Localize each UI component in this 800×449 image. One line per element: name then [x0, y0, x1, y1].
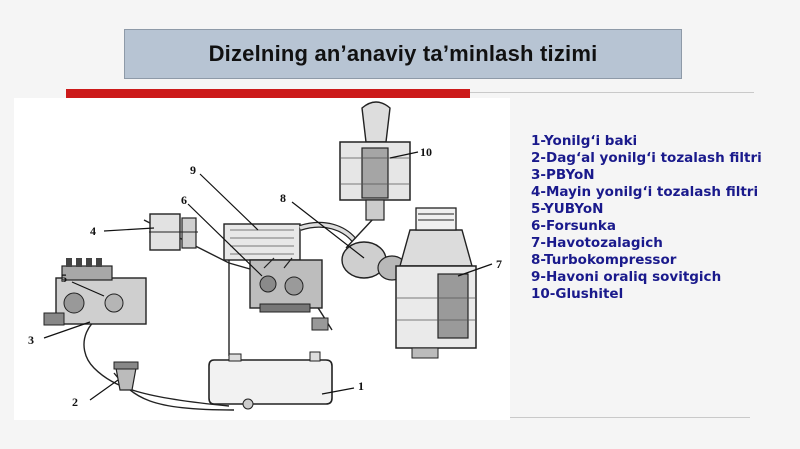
- slide-title: Dizelning an’anaviy ta’minlash tizimi: [208, 41, 598, 66]
- leader-8: [291, 201, 365, 259]
- callout-7: 7: [496, 257, 502, 271]
- fuel-system-drawing: 1 2 3 4 5 6 7 8 9 10: [28, 101, 502, 411]
- divider-top: [470, 92, 754, 93]
- leader-9: [199, 173, 259, 231]
- leader-10: [389, 151, 419, 159]
- coarse-fuel-filter: [113, 361, 139, 391]
- fuel-tank: [208, 351, 333, 410]
- legend-item: 7-Havotozalagich: [531, 235, 663, 251]
- callout-2: 2: [72, 395, 78, 409]
- callout-9: 9: [190, 163, 196, 177]
- air-cleaner: [395, 207, 477, 359]
- callout-3: 3: [28, 333, 34, 347]
- muffler: [339, 101, 411, 221]
- callout-4: 4: [90, 224, 96, 238]
- callout-1: 1: [358, 379, 364, 393]
- injection-pump: [43, 258, 147, 326]
- divider-bottom: [510, 417, 750, 418]
- engine-head: [249, 257, 323, 313]
- intercooler: [223, 221, 357, 261]
- turbocharger: [311, 217, 407, 331]
- leader-1: [321, 387, 355, 395]
- leader-3: [43, 321, 91, 339]
- legend-item: 5-YUBYoN: [531, 201, 604, 217]
- legend-item: 1-Yonilg‘i baki: [531, 133, 638, 149]
- callout-10: 10: [420, 145, 432, 159]
- legend-item: 6-Forsunka: [531, 218, 616, 234]
- legend-item: 2-Dag‘al yonilg‘i tozalash filtri: [531, 150, 762, 166]
- fine-fuel-filter: [149, 213, 198, 251]
- callout-8: 8: [280, 191, 286, 205]
- leader-5: [71, 281, 105, 297]
- legend-item: 10-Glushitel: [531, 286, 624, 302]
- component-legend: 1-Yonilg‘i baki 2-Dag‘al yonilg‘i tozala…: [531, 133, 793, 303]
- legend-item: 9-Havoni oraliq sovitgich: [531, 269, 722, 285]
- fuel-system-diagram: 1 2 3 4 5 6 7 8 9 10: [14, 98, 510, 420]
- leader-4: [103, 227, 155, 232]
- callout-5: 5: [61, 271, 67, 285]
- leader-7: [457, 263, 493, 277]
- legend-item: 4-Mayin yonilg‘i tozalash filtri: [531, 184, 759, 200]
- legend-item: 8-Turbokompressor: [531, 252, 677, 268]
- red-accent-bar: [66, 89, 470, 98]
- leader-2: [89, 379, 119, 401]
- legend-item: 3-PBYoN: [531, 167, 595, 183]
- title-box: Dizelning an’anaviy ta’minlash tizimi: [124, 29, 682, 79]
- callout-6: 6: [181, 193, 187, 207]
- leader-6: [187, 203, 263, 277]
